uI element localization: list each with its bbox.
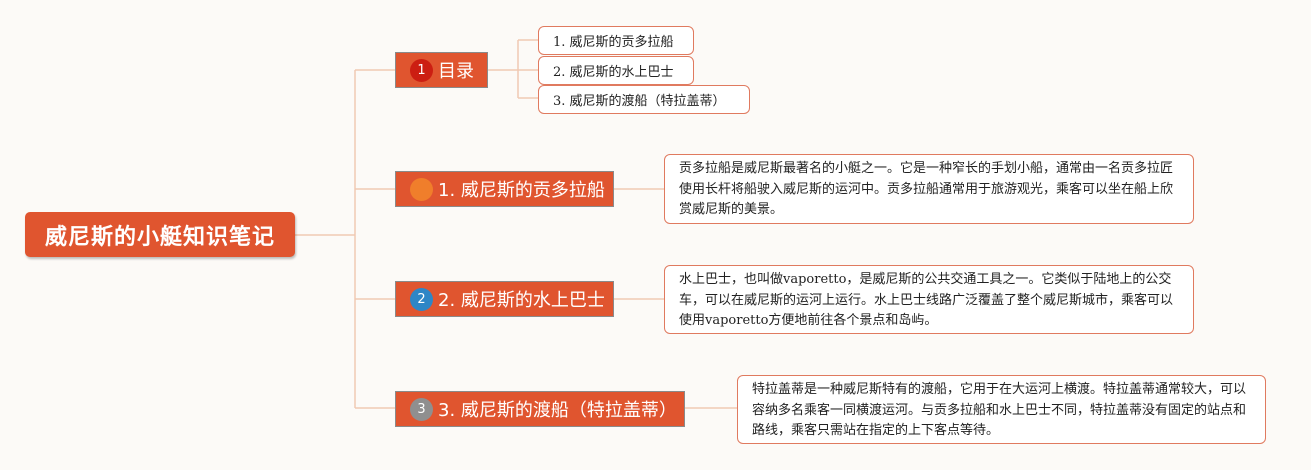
toc-item-label: 3. 威尼斯的渡船（特拉盖蒂） (553, 94, 726, 109)
branch-label: 1. 威尼斯的贡多拉船 (438, 180, 605, 201)
number-1-icon: 1 (410, 58, 433, 82)
note-traghetto[interactable]: 特拉盖蒂是一种威尼斯特有的渡船，它用于在大运河上横渡。特拉盖蒂通常较大，可以容纳… (737, 375, 1266, 444)
number-2-icon: 2 (410, 287, 433, 311)
note-gondola[interactable]: 贡多拉船是威尼斯最著名的小艇之一。它是一种窄长的手划小船，通常由一名贡多拉匠使用… (664, 154, 1194, 224)
number-1-icon (410, 177, 433, 201)
root-topic[interactable]: 威尼斯的小艇知识笔记 (25, 212, 295, 257)
branch-label: 2. 威尼斯的水上巴士 (438, 290, 605, 311)
toc-item[interactable]: 2. 威尼斯的水上巴士 (538, 56, 694, 85)
note-text: 水上巴士，也叫做vaporetto，是威尼斯的公共交通工具之一。它类似于陆地上的… (679, 272, 1174, 328)
note-text: 贡多拉船是威尼斯最著名的小艇之一。它是一种窄长的手划小船，通常由一名贡多拉匠使用… (679, 161, 1174, 217)
branch-water-bus[interactable]: 2 2. 威尼斯的水上巴士 (395, 281, 614, 317)
branch-label: 目录 (438, 61, 474, 82)
note-water-bus[interactable]: 水上巴士，也叫做vaporetto，是威尼斯的公共交通工具之一。它类似于陆地上的… (664, 265, 1194, 334)
toc-item-label: 1. 威尼斯的贡多拉船 (553, 35, 674, 50)
branch-gondola[interactable]: 1. 威尼斯的贡多拉船 (395, 171, 614, 207)
toc-item-label: 2. 威尼斯的水上巴士 (553, 65, 674, 80)
note-text: 特拉盖蒂是一种威尼斯特有的渡船，它用于在大运河上横渡。特拉盖蒂通常较大，可以容纳… (752, 382, 1247, 438)
branch-toc[interactable]: 1 目录 (395, 52, 488, 88)
number-3-icon: 3 (410, 397, 433, 421)
toc-item[interactable]: 3. 威尼斯的渡船（特拉盖蒂） (538, 85, 750, 114)
toc-item[interactable]: 1. 威尼斯的贡多拉船 (538, 26, 694, 55)
root-title: 威尼斯的小艇知识笔记 (44, 224, 275, 250)
branch-label: 3. 威尼斯的渡船（特拉盖蒂） (438, 400, 677, 421)
branch-traghetto[interactable]: 3 3. 威尼斯的渡船（特拉盖蒂） (395, 391, 685, 427)
